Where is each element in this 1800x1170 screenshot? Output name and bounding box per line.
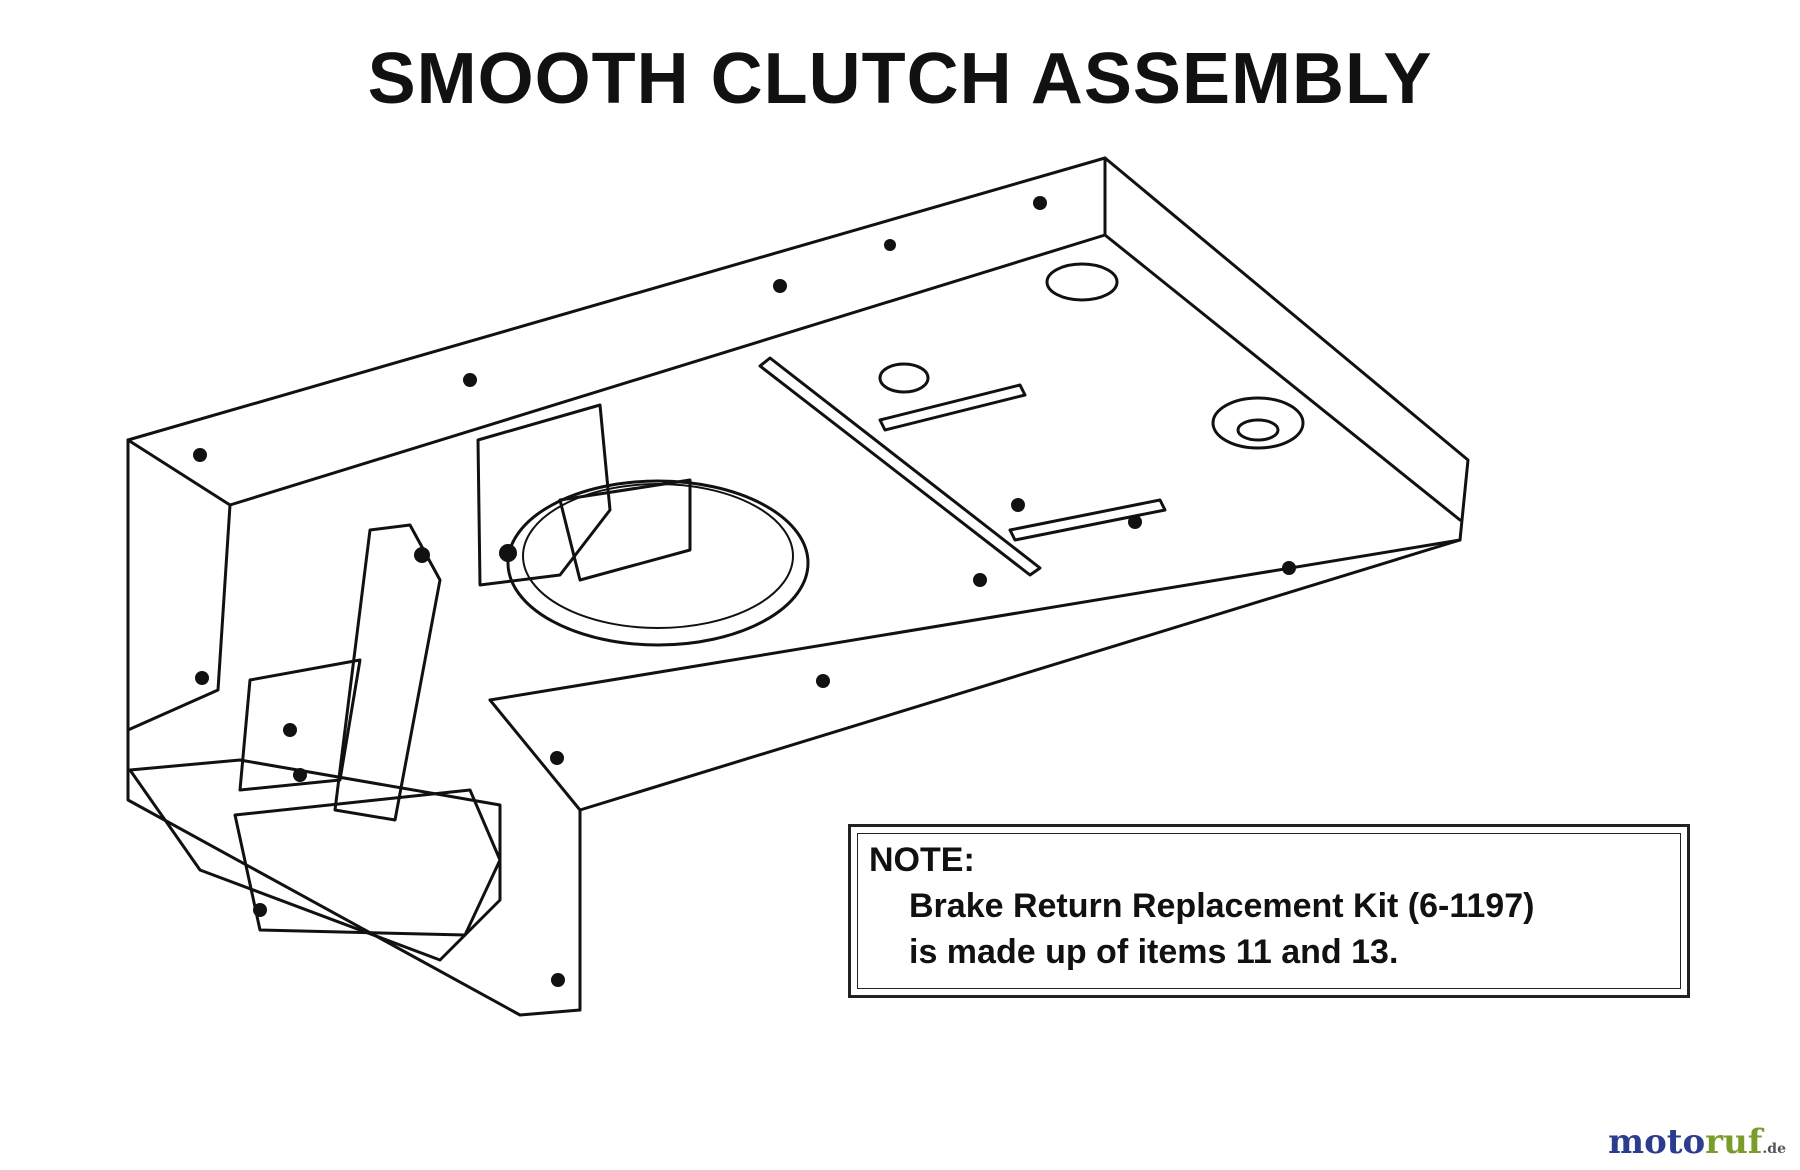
top-boss [1045, 262, 1119, 302]
bolt [293, 768, 307, 782]
bolt [1033, 196, 1047, 210]
right-boss [1211, 396, 1305, 450]
bolt [1011, 498, 1025, 512]
bolt [195, 671, 209, 685]
bolt [973, 573, 987, 587]
clutch-bracket-plate [558, 478, 692, 582]
page-title: SMOOTH CLUTCH ASSEMBLY [367, 39, 1433, 119]
bolt [816, 674, 830, 688]
drive-pulley [506, 479, 810, 647]
frame-front-edge [126, 233, 1107, 507]
bolt [773, 279, 787, 293]
watermark-suffix: .de [1762, 1141, 1786, 1157]
watermark-part-1: moto [1608, 1122, 1706, 1162]
left-hole-large [878, 362, 930, 394]
frame-lower-edge [488, 538, 1462, 702]
slot-lower [1008, 498, 1167, 542]
bolt [463, 373, 477, 387]
bolt [550, 751, 564, 765]
bolt [551, 973, 565, 987]
note-box-inner-border [857, 833, 1681, 989]
frame-front-wall [488, 698, 582, 812]
bolt [193, 448, 207, 462]
bolt [884, 239, 896, 251]
note-line-2: is made up of items 11 and 13. [909, 933, 1399, 971]
bolt [1282, 561, 1296, 575]
bolt [1128, 515, 1142, 529]
watermark-part-2: ruf [1705, 1122, 1763, 1162]
drive-pulley-rim [522, 483, 794, 629]
brake-plate [238, 658, 362, 792]
brake-arm [333, 523, 442, 822]
bolt [414, 547, 430, 563]
lower-block [233, 788, 502, 937]
bolt [253, 903, 267, 917]
right-boss-inner [1236, 418, 1280, 442]
note-line-1: Brake Return Replacement Kit (6-1197) [909, 887, 1535, 925]
frame-right-rail [1103, 233, 1462, 522]
frame-left-side [126, 438, 232, 732]
clutch-bracket [476, 403, 612, 587]
slot-upper [878, 383, 1027, 432]
rod-diagonal [758, 356, 1042, 577]
note-box: NOTE: Brake Return Replacement Kit (6-11… [848, 824, 1690, 998]
bolt [283, 723, 297, 737]
bolt [499, 544, 517, 562]
watermark-logo: motoruf.de [1608, 1122, 1786, 1162]
lower-bracket [128, 758, 502, 962]
note-heading: NOTE: [869, 841, 975, 879]
